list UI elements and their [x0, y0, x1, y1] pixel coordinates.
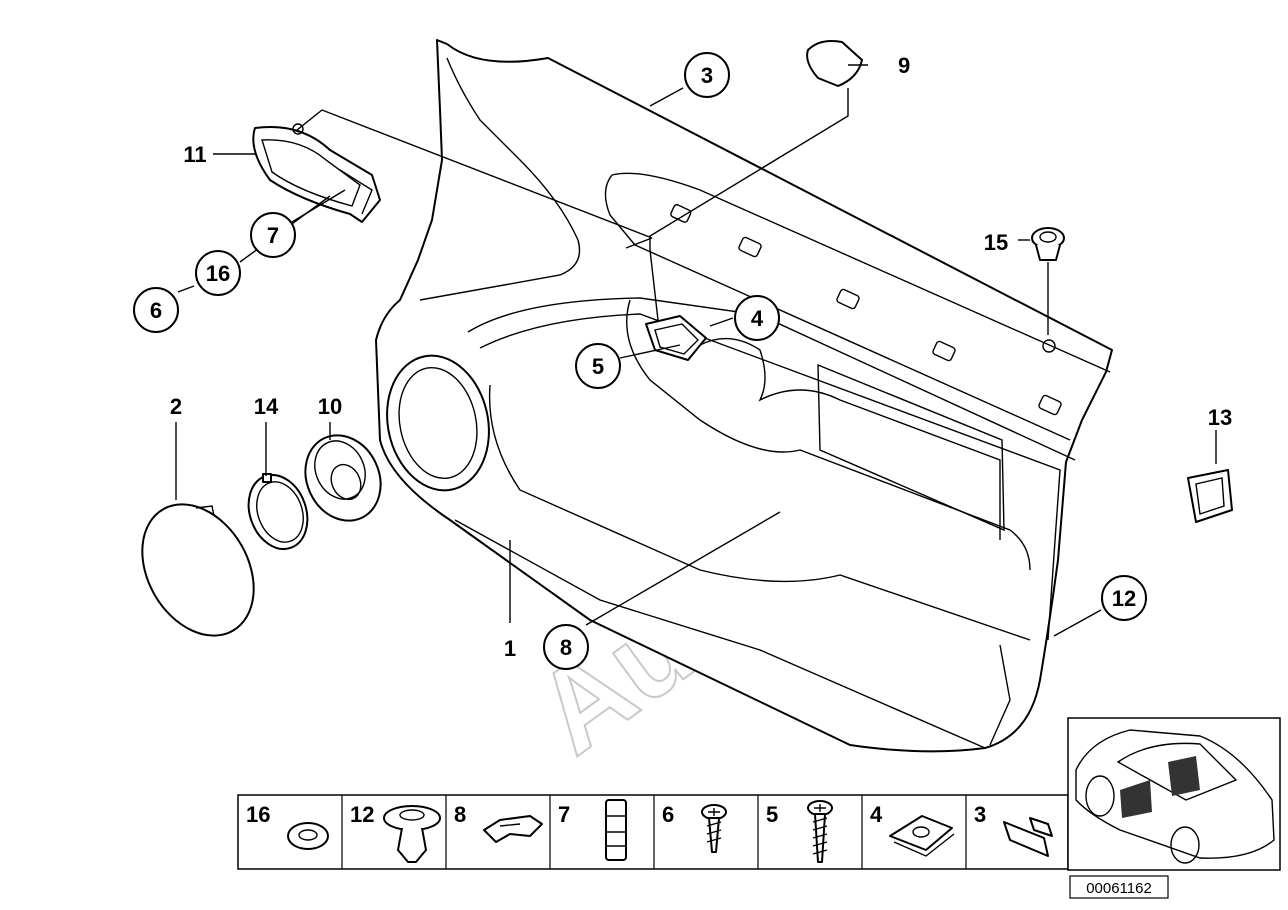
- svg-text:8: 8: [560, 635, 572, 660]
- callout-15: 15: [984, 230, 1008, 255]
- callout-2: 2: [170, 394, 182, 419]
- door-trim-panel: [375, 39, 1113, 753]
- strip-label-3: 3: [974, 802, 986, 827]
- plastic-pin-icon: [605, 799, 627, 861]
- callout-5: 5: [575, 343, 621, 389]
- long-screw-icon: [807, 800, 833, 863]
- hardware-strip: 16 12 8 7 6 5 4 3: [237, 794, 1069, 870]
- callout-4: 4: [734, 295, 780, 341]
- strip-label-8: 8: [454, 802, 466, 827]
- push-clip-icon: [383, 805, 441, 863]
- leader-lines: [175, 64, 1217, 637]
- callout-16: 16: [195, 250, 241, 296]
- strip-label-6: 6: [662, 802, 674, 827]
- strip-label-7: 7: [558, 802, 570, 827]
- callout-7: 7: [250, 212, 296, 258]
- callout-1: 1: [504, 636, 516, 661]
- grommet-part-13: [1187, 469, 1233, 523]
- callout-9: 9: [898, 53, 910, 78]
- svg-text:3: 3: [701, 63, 713, 88]
- nut-clip-icon: [889, 815, 955, 857]
- speaker-cover-part: [141, 503, 255, 637]
- washer-icon: [287, 822, 329, 850]
- door-handle-part: [252, 123, 381, 223]
- retaining-clip-icon: [1003, 817, 1053, 857]
- svg-text:12: 12: [1112, 586, 1136, 611]
- cover-cap-part: [806, 40, 863, 87]
- vehicle-locator-thumbnail: [1067, 717, 1281, 871]
- svg-text:16: 16: [206, 261, 230, 286]
- callout-10: 10: [318, 394, 342, 419]
- callout-8: 8: [543, 624, 589, 670]
- strip-label-4: 4: [870, 802, 883, 827]
- svg-text:5: 5: [592, 354, 604, 379]
- callout-3: 3: [684, 52, 730, 98]
- svg-text:7: 7: [267, 223, 279, 248]
- strip-label-16: 16: [246, 802, 270, 827]
- svg-text:00061162: 00061162: [1086, 880, 1152, 897]
- speaker-housing-part: [304, 434, 382, 522]
- callout-6: 6: [133, 287, 179, 333]
- svg-text:6: 6: [150, 298, 162, 323]
- callout-13: 13: [1208, 405, 1232, 430]
- clip-part-15: [1031, 227, 1065, 261]
- svg-text:4: 4: [751, 306, 764, 331]
- callout-14: 14: [254, 394, 279, 419]
- diagram-reference-number: 00061162: [1069, 875, 1169, 899]
- short-screw-icon: [701, 804, 727, 853]
- spring-clip-icon: [483, 815, 543, 843]
- callout-12: 12: [1101, 575, 1147, 621]
- strip-label-5: 5: [766, 802, 778, 827]
- speaker-ring-part: [247, 473, 309, 550]
- strip-label-12: 12: [350, 802, 374, 827]
- callout-11: 11: [183, 142, 206, 167]
